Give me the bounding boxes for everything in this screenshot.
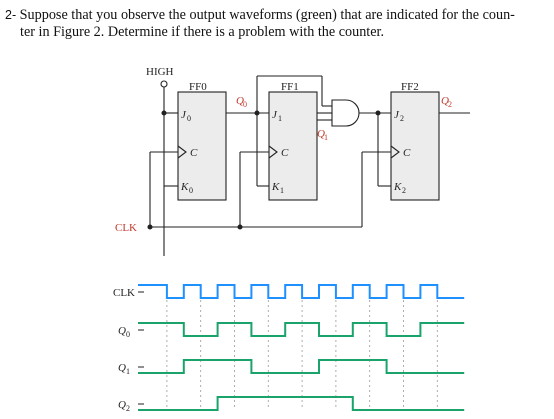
high-label: HIGH — [146, 66, 174, 78]
ff0-box — [177, 91, 227, 201]
clk-label: CLK — [115, 222, 137, 234]
ff2-k-sub: 2 — [402, 186, 406, 195]
q2-label: Q — [441, 95, 449, 107]
question-line-1: Suppose that you observe the output wave… — [19, 7, 515, 23]
signal-sub-q0: 0 — [126, 330, 130, 339]
waveform-q1 — [138, 359, 465, 374]
q0-sub: 0 — [243, 100, 247, 109]
counter-circuit — [147, 75, 470, 256]
signal-label-clk: CLK — [113, 287, 135, 299]
ff1-box — [268, 91, 318, 201]
high-terminal — [160, 80, 168, 88]
question-line-2: ter in Figure 2. Determine if there is a… — [20, 24, 385, 40]
signal-label-q1: Q — [118, 362, 126, 374]
ff1-k-sub: 1 — [280, 186, 284, 195]
ff2-name: FF2 — [401, 81, 419, 93]
ff2-c-label: C — [403, 147, 411, 159]
signal-sub-q1: 1 — [126, 367, 130, 376]
question-text: 2- Suppose that you observe the output w… — [5, 7, 553, 41]
ff0-k-label: K — [180, 181, 189, 193]
ff0-c-label: C — [190, 147, 198, 159]
question-number: 2- — [5, 8, 17, 22]
ff2-box — [390, 91, 440, 201]
ff0-j-sub: 0 — [187, 114, 191, 123]
ff0-j-label: J — [181, 109, 187, 121]
and-gate — [331, 99, 360, 127]
ff1-j-sub: 1 — [278, 114, 282, 123]
waveform-q2 — [138, 396, 465, 411]
ff2-k-label: K — [393, 181, 402, 193]
q1-label: Q — [317, 128, 325, 140]
ff-pin-labels: J 0 C K 0 J 1 C K 1 J 2 C K 2 — [180, 109, 411, 195]
signal-label-q0: Q — [118, 325, 126, 337]
waveform-q0 — [138, 322, 465, 337]
signal-sub-q2: 2 — [126, 404, 130, 413]
waveform-clk — [138, 284, 465, 299]
ff0-k-sub: 0 — [189, 186, 193, 195]
ff1-c-label: C — [281, 147, 289, 159]
ff2-j-label: J — [394, 109, 400, 121]
signal-label-q2: Q — [118, 399, 126, 411]
ff1-k-label: K — [271, 181, 280, 193]
q0-label: Q — [236, 95, 244, 107]
output-labels: Q 0 Q 1 Q 2 — [236, 95, 452, 142]
ff0-name: FF0 — [189, 81, 207, 93]
q2-sub: 2 — [448, 100, 452, 109]
ff1-name: FF1 — [281, 81, 299, 93]
q1-sub: 1 — [324, 133, 328, 142]
ff1-j-label: J — [272, 109, 278, 121]
ff2-j-sub: 2 — [400, 114, 404, 123]
